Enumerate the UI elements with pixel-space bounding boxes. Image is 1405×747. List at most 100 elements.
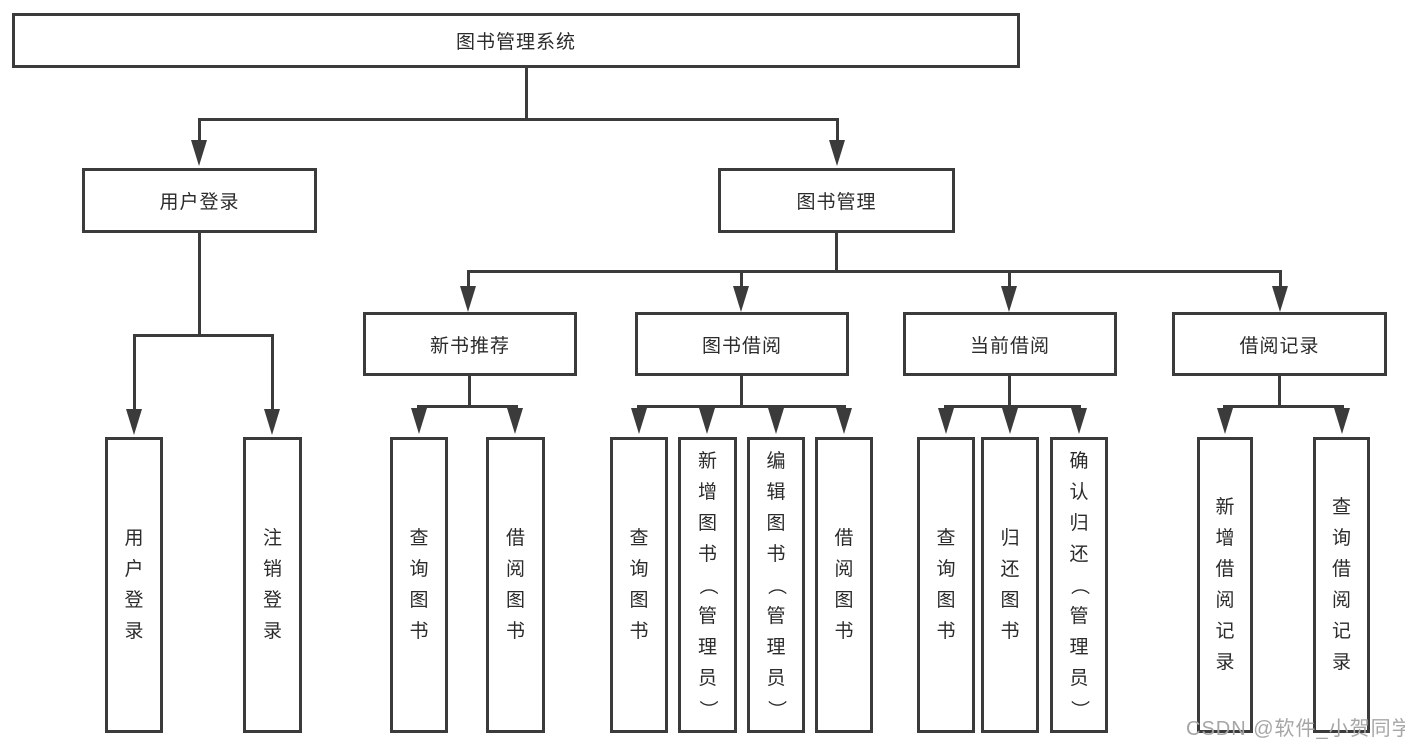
leaf-label-char: （ <box>765 575 787 595</box>
node-root-library-system: 图书管理系统 <box>12 13 1020 68</box>
leaf-label-char: 理 <box>697 636 717 658</box>
leaf-label-char: 询 <box>936 559 956 580</box>
connector-line <box>417 405 518 408</box>
arrowhead-down <box>1217 408 1233 434</box>
leaf-label-char: 查 <box>629 528 649 549</box>
leaf-label-char: ） <box>697 699 718 719</box>
leaf-label-char: （ <box>1068 575 1090 595</box>
connector-line <box>637 405 846 408</box>
leaf-label-char: 图 <box>409 590 429 611</box>
leaf-label-char: 录 <box>1215 652 1235 673</box>
leaf-label-char: 记 <box>1331 621 1351 642</box>
node-label: 图书借阅 <box>701 335 782 357</box>
leaf-records-add-record: 新增借阅记录 <box>1197 437 1253 733</box>
connector-line <box>1278 376 1281 408</box>
node-borrow-records: 借阅记录 <box>1172 312 1387 376</box>
leaf-label-char: 图 <box>766 512 786 534</box>
leaf-label-char: 图 <box>834 590 854 611</box>
connector-line <box>1279 270 1282 288</box>
arrowhead-down <box>126 409 142 435</box>
node-user-login: 用户登录 <box>82 168 317 233</box>
leaf-user-login: 用户登录 <box>105 437 163 733</box>
arrowhead-down <box>460 286 476 312</box>
leaf-label-char: 录 <box>262 621 282 642</box>
leaf-label-char: 归 <box>1069 512 1089 534</box>
connector-line <box>525 68 528 121</box>
arrowhead-down <box>507 408 523 434</box>
arrowhead-down <box>1002 408 1018 434</box>
node-book-borrow: 图书借阅 <box>635 312 849 376</box>
leaf-recommend-borrow-books: 借阅图书 <box>486 437 545 733</box>
node-book-management: 图书管理 <box>718 168 955 233</box>
leaf-label-char: 员 <box>697 667 717 689</box>
arrowhead-down <box>733 286 749 312</box>
node-label: 借阅记录 <box>1239 335 1320 357</box>
leaf-label-char: 查 <box>1331 497 1351 518</box>
connector-line <box>133 334 136 412</box>
leaf-label-char: 户 <box>124 559 144 580</box>
leaf-label-char: 书 <box>505 621 525 642</box>
node-label: 图书管理系统 <box>455 32 576 53</box>
node-new-book-recommend: 新书推荐 <box>363 312 577 376</box>
leaf-label-char: 书 <box>766 543 786 565</box>
connector-line <box>468 376 471 408</box>
leaf-label-char: 借 <box>834 528 854 549</box>
leaf-logout: 注销登录 <box>243 437 302 733</box>
leaf-label-char: 归 <box>1000 528 1020 549</box>
connector-line <box>133 334 274 337</box>
connector-line <box>467 270 1282 273</box>
arrowhead-down <box>1071 408 1087 434</box>
leaf-label-char: 还 <box>1069 543 1089 565</box>
leaf-borrow-add-books-admin: 新增图书（管理员） <box>678 437 737 733</box>
leaf-label-char: 借 <box>1215 559 1235 580</box>
leaf-label-char: 图 <box>1000 590 1020 611</box>
leaf-label-char: 增 <box>697 481 717 503</box>
leaf-label-char: 销 <box>262 559 282 580</box>
arrowhead-down <box>411 408 427 434</box>
leaf-label-char: 询 <box>409 559 429 580</box>
arrowhead-down <box>631 408 647 434</box>
arrowhead-down <box>938 408 954 434</box>
leaf-label-char: 阅 <box>1215 590 1235 611</box>
leaf-label-char: 还 <box>1000 559 1020 580</box>
leaf-label-char: 登 <box>262 590 282 611</box>
leaf-current-return-books: 归还图书 <box>981 437 1039 733</box>
leaf-label-char: 阅 <box>1331 590 1351 611</box>
leaf-current-confirm-return-admin: 确认归还（管理员） <box>1050 437 1108 733</box>
arrowhead-down <box>1334 408 1350 434</box>
arrowhead-down <box>836 408 852 434</box>
connector-line <box>944 405 1081 408</box>
node-label: 当前借阅 <box>969 335 1050 357</box>
connector-line <box>1008 376 1011 408</box>
leaf-current-query-books: 查询图书 <box>917 437 975 733</box>
arrowhead-down <box>699 408 715 434</box>
arrowhead-down <box>191 140 207 166</box>
connector-line <box>835 233 838 273</box>
leaf-label-char: 登 <box>124 590 144 611</box>
arrowhead-down <box>264 409 280 435</box>
leaf-label-char: 书 <box>1000 621 1020 642</box>
csdn-watermark: CSDN @软件_小贺同学 <box>1186 718 1405 740</box>
arrowhead-down <box>1272 286 1288 312</box>
leaf-label-char: 书 <box>629 621 649 642</box>
leaf-label-char: 用 <box>124 528 144 549</box>
leaf-label-char: ） <box>1068 699 1090 719</box>
connector-line <box>836 118 839 144</box>
leaf-records-query-record: 查询借阅记录 <box>1313 437 1370 733</box>
arrowhead-down <box>768 408 784 434</box>
node-label: 新书推荐 <box>429 335 510 357</box>
leaf-label-char: 管 <box>697 605 717 627</box>
leaf-label-char: 辑 <box>766 481 786 503</box>
leaf-label-char: 书 <box>409 621 429 642</box>
connector-line <box>467 270 470 288</box>
leaf-borrow-borrow-books: 借阅图书 <box>815 437 873 733</box>
leaf-label-char: 编 <box>766 450 786 472</box>
connector-line <box>271 334 274 412</box>
connector-line <box>1008 270 1011 288</box>
leaf-label-char: 管 <box>1069 605 1089 627</box>
leaf-label-char: 查 <box>409 528 429 549</box>
leaf-label-char: 书 <box>697 543 717 565</box>
leaf-label-char: 查 <box>936 528 956 549</box>
leaf-borrow-edit-books-admin: 编辑图书（管理员） <box>747 437 805 733</box>
connector-line <box>198 118 839 121</box>
